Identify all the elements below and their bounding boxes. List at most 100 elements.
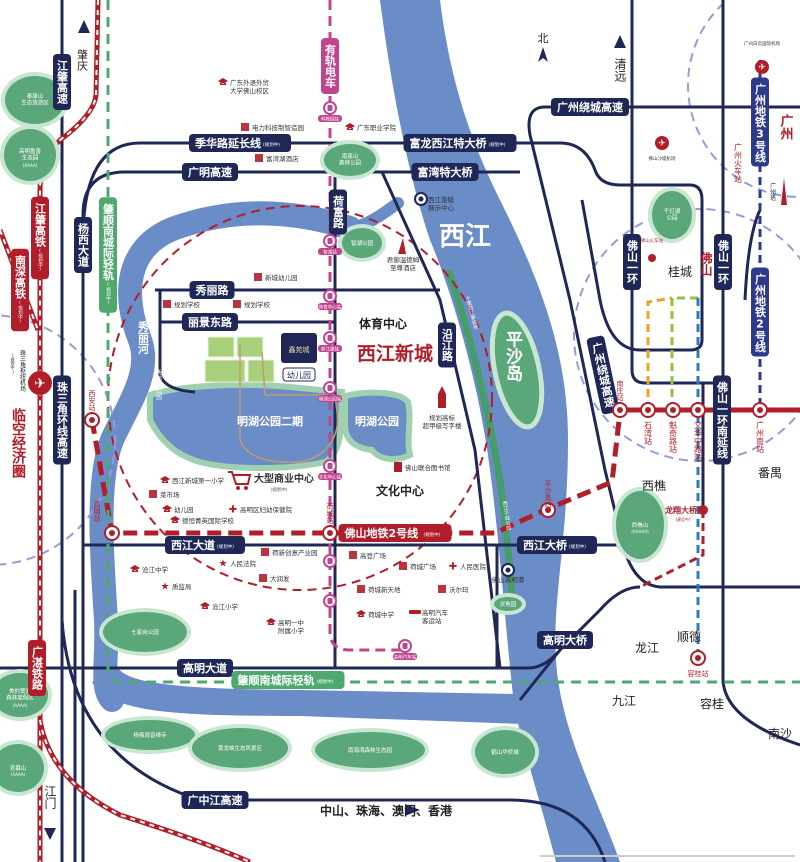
tram-station[interactable]: 新江路站 [318,331,342,353]
park-11[interactable]: 南海湾森林生态园 [311,728,429,772]
rail-label-2[interactable]: 南深高铁(规划中) [11,248,29,332]
poi-name[interactable]: 规划学校 [244,300,271,309]
rail-label-6[interactable]: 肇顺南城际轻轨(规划中) [99,197,117,313]
foshan-orange-line[interactable] [646,296,673,410]
park-1[interactable]: 泰康山生态旅游区 [1,72,69,128]
poi-name[interactable]: 西江游艇展示中心 [428,195,455,212]
metro-station-name[interactable]: 南庄站 [616,379,624,402]
metro-station-name[interactable]: 文华中路站 [694,420,703,462]
metro-station-name[interactable]: 西安站 [88,390,96,412]
poi-name[interactable]: 君御温德姆至尊酒店 [387,255,420,272]
road-label-16[interactable]: 佛山一环南延线 [713,375,731,465]
tram-station[interactable]: 体育中心站 [318,289,342,311]
zhaoshun-light-rail[interactable] [106,0,800,684]
poi-name[interactable]: 广东职业学院 [357,123,397,132]
road-label-3[interactable]: 珠三角环线高速 [53,375,71,465]
road-label-9[interactable]: 荷富路 [329,189,347,235]
poi-name[interactable]: 新城幼儿园 [265,273,298,282]
metro-station-name[interactable]: 魁奇路站 [669,420,678,454]
rail-label-7[interactable]: 肇顺南城际轻轨(规划中) [231,671,345,689]
metro-station[interactable] [752,402,768,418]
rail-label-3[interactable]: 广湛铁路 [28,640,46,696]
road-label-8[interactable]: 广州绕城高速 [551,98,629,116]
tram-line[interactable] [328,0,405,652]
road-label-21[interactable]: 广中江高速 [181,791,249,809]
road-label-2[interactable]: 杨西大道 [74,217,92,273]
metro-station-name[interactable]: 容桂站 [688,669,709,678]
metro-station-name[interactable]: 荷城站 [326,502,334,525]
road-label-20[interactable]: 高明大桥 [537,631,593,649]
poi-name[interactable]: 高登广场 [360,551,387,560]
rail-label-1[interactable]: 江肇高铁(规划中) [31,196,49,280]
park-4[interactable]: 智湖公园 [338,224,386,262]
metro-station[interactable] [698,505,708,515]
metro-station[interactable] [104,525,120,541]
poi-name[interactable]: 德恒菁英国际学校 [182,516,235,525]
metro-station[interactable] [665,402,681,418]
rail-label-5[interactable]: 有轨电车 [321,38,339,94]
poi-name[interactable]: 菜市场 [160,490,180,499]
road-label-7[interactable]: 富湾特大桥 [411,163,479,181]
poi-name[interactable]: 富湾湖酒店 [266,154,299,163]
metro-station-name[interactable]: 平沙岛站 [544,480,552,509]
project-site[interactable]: 鑫苑城 幼儿园 [204,333,339,464]
tram-station[interactable]: 科教园站 [318,101,342,123]
metro-station[interactable] [690,402,706,418]
poi-name[interactable]: 规划学校 [174,300,201,309]
poi-name[interactable]: 规划高标超甲级写字楼 [423,413,463,430]
tram-station[interactable]: 智湖站 [318,234,342,256]
metro-station-name[interactable]: 高明站 [93,500,101,523]
road-label-10[interactable]: 秀丽路 [189,281,235,299]
poi-name[interactable]: 大润发 [270,574,290,583]
airport-1[interactable]: ✈ [755,60,769,74]
park-3[interactable]: 南蓬山森林公园 [320,140,380,180]
metro-station[interactable] [322,525,338,541]
jihua-road-extension[interactable] [81,141,704,352]
tram-station[interactable]: 高明汽车站 [393,639,417,661]
poi-name[interactable]: 高明一中附属小学 [278,618,305,635]
foshan-ring-south-extension[interactable] [721,0,800,747]
rail-label-4[interactable]: 佛山地铁2号线(规划中) [338,524,452,542]
poi-name[interactable]: 沧江小学 [212,602,239,611]
road-label-19[interactable]: 高明大道 [177,659,233,677]
road-label-17[interactable]: 西江大道(规划中) [165,536,245,554]
park-9[interactable]: 杨梅观音禅寺 [101,716,199,754]
poi-name[interactable]: 大型商业中心 [254,472,314,485]
poi-name[interactable]: 佛山联合图书馆 [405,463,451,472]
poi-name[interactable]: 幼儿园 [174,505,194,514]
park-6[interactable]: 七星岗公园 [99,608,191,656]
road-label-18[interactable]: 西江大桥(规划中) [517,536,597,554]
park-13[interactable]: 西樵山(AAAAA) [612,487,668,563]
gaoming-bridge-road[interactable] [518,649,562,701]
tram-station[interactable] [323,554,337,568]
poi-name[interactable]: 高明区妇幼保健院 [240,505,293,514]
tram-station[interactable]: 文化中心站 [318,459,342,481]
airport-2[interactable]: ✈ [655,136,669,150]
foshan-ring-west[interactable] [630,0,725,385]
poi-name[interactable]: 佛山高明港 [492,575,525,584]
poi-name[interactable]: 人民法院 [230,559,257,568]
road-label-5[interactable]: 广明高速 [182,163,238,181]
metro-station-name[interactable]: 广州南站 [756,420,765,454]
airport-3[interactable]: ✈ [28,371,52,395]
metro-station[interactable] [690,650,706,666]
poi-name[interactable]: 西江新城第一小学 [172,476,225,485]
park-5[interactable]: 千灯湖公园 [648,187,696,243]
park-12[interactable]: 鹤山华侨城 [471,726,539,778]
road-label-14[interactable]: 佛山一环 [623,234,641,290]
park-10[interactable]: 黄龙峡生态风景区 [188,724,292,772]
poi-name[interactable]: 荷城中学 [368,610,395,619]
poi-name[interactable]: 荷城新天地 [368,585,401,594]
poi-name[interactable]: 沃尔玛 [449,585,469,594]
rail-label-8[interactable]: 广州地铁3号线 [751,77,769,167]
poi-name[interactable]: 荷城广场 [410,562,437,571]
foshan-green-line[interactable] [670,296,698,410]
park-2[interactable]: 高明盈香生态园(AAAA) [0,125,60,185]
poi-name[interactable]: 高明汽车客运站 [422,608,449,625]
poi-name[interactable]: 广东外语外贸大学佛山校区 [230,78,270,95]
poi-name[interactable]: 人民医院 [460,562,487,571]
metro-station[interactable] [640,402,656,418]
road-label-12[interactable]: 沿江路 [438,322,456,368]
tram-station[interactable] [323,594,337,608]
